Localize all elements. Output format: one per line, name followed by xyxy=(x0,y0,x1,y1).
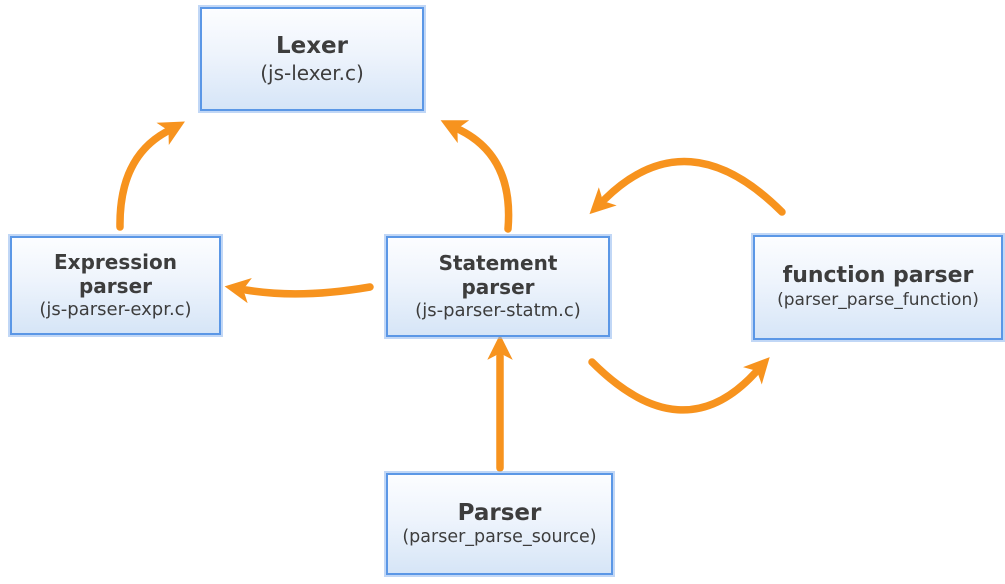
arrow-statement-parser-to-lexer xyxy=(440,120,513,233)
node-function-parser-title: function parser xyxy=(782,263,974,289)
node-lexer: Lexer (js-lexer.c) xyxy=(200,7,424,111)
node-parser-title: Parser xyxy=(457,500,542,527)
node-lexer-subtitle: (js-lexer.c) xyxy=(260,60,364,85)
node-expression-parser-title: Expression parser xyxy=(54,249,177,299)
node-parser: Parser (parser_parse_source) xyxy=(386,473,613,575)
node-parser-subtitle: (parser_parse_source) xyxy=(402,527,597,548)
node-statement-parser: Statement parser (js-parser-statm.c) xyxy=(386,236,610,337)
node-function-parser-subtitle: (parser_parse_function) xyxy=(777,290,979,311)
node-expression-parser: Expression parser (js-parser-expr.c) xyxy=(10,236,221,335)
node-statement-parser-title: Statement parser xyxy=(438,250,558,300)
node-statement-parser-subtitle: (js-parser-statm.c) xyxy=(415,299,581,321)
arrow-function-parser-to-statement-parser xyxy=(589,157,786,216)
node-lexer-title: Lexer xyxy=(275,33,349,60)
node-expression-parser-subtitle: (js-parser-expr.c) xyxy=(39,298,192,320)
node-function-parser: function parser (parser_parse_function) xyxy=(753,235,1003,340)
arrow-statement-parser-to-expression-parser xyxy=(224,278,374,304)
arrow-expression-parser-to-lexer xyxy=(116,121,185,231)
arrow-statement-parser-to-function-parser xyxy=(588,357,770,414)
